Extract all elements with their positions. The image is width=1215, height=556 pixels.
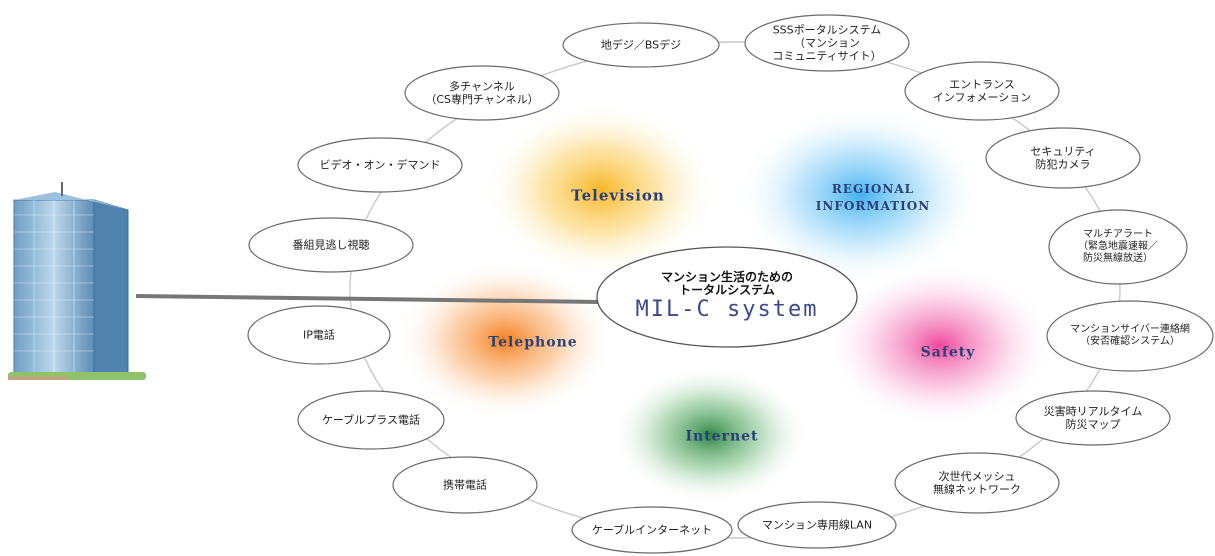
service-label-line: 携帯電話 — [443, 478, 487, 492]
internet-blob — [610, 365, 810, 505]
service-label: 次世代メッシュ無線ネットワーク — [933, 470, 1021, 496]
service-label-line: 防災マップ — [1065, 418, 1121, 431]
service-label: エントランスインフォメーション — [933, 78, 1031, 104]
service-ellipse — [894, 452, 1060, 514]
system-name: MIL-C system — [635, 297, 819, 322]
service-label: 携帯電話 — [443, 479, 487, 492]
service-label-line: 無線ネットワーク — [933, 483, 1021, 496]
service-label-line: SSSポータルシステム — [772, 23, 882, 37]
regional-blob — [735, 105, 985, 285]
service-ellipse — [247, 305, 391, 365]
service-label-line: マンション専用線LAN — [761, 518, 873, 532]
service-label-line: （安否確認システム） — [1080, 336, 1180, 347]
service-label-line: （緊急地震速報／ — [1078, 241, 1158, 252]
service-label-line: マンションサイバー連絡網 — [1070, 324, 1190, 335]
outer-ring — [349, 41, 1121, 539]
service-label-line: インフォメーション — [932, 91, 1032, 104]
service-label-line: 多チャンネル — [449, 80, 515, 93]
service-ellipse — [1048, 209, 1188, 285]
service-ellipse — [1015, 390, 1171, 446]
service-ellipses — [247, 14, 1214, 554]
safety-blob — [825, 263, 1055, 427]
service-label-line: コミュニティサイト） — [772, 49, 882, 63]
sector-label-regional-information: REGIONAL INFORMATION — [816, 181, 930, 215]
service-label-line: 番組見逃し視聴 — [292, 238, 370, 252]
service-label-line: 災害時リアルタイム — [1043, 405, 1143, 418]
service-label-line: セキュリティ — [1030, 145, 1096, 158]
service-ellipse — [571, 506, 733, 554]
center-title-line-2: トータルシステム — [679, 283, 775, 297]
service-label: 災害時リアルタイム防災マップ — [1044, 405, 1143, 431]
service-label: SSSポータルシステム（マンションコミュニティサイト） — [772, 24, 881, 63]
service-ellipse — [297, 137, 463, 193]
service-label-line: ケーブルインターネット — [591, 523, 713, 537]
service-label-line: ビデオ・オン・デマンド — [319, 158, 441, 172]
service-label-line: IP電話 — [303, 328, 335, 342]
sector-label-line: REGIONAL — [831, 182, 915, 196]
center-title-line-1: マンション生活のための — [660, 270, 794, 284]
service-ellipse — [562, 22, 720, 68]
service-label-line: （マンション — [794, 36, 860, 50]
sector-label-telephone: Telephone — [488, 334, 578, 351]
service-label: マンションサイバー連絡網（安否確認システム） — [1070, 324, 1190, 348]
building-illustration — [8, 182, 146, 380]
service-ellipse — [744, 14, 910, 72]
service-label-line: マルチアラート — [1083, 229, 1153, 240]
sector-label-internet: Internet — [685, 428, 759, 445]
service-ellipse — [248, 217, 414, 273]
service-ellipse — [904, 61, 1060, 121]
service-ellipse — [737, 501, 897, 549]
service-label: 番組見逃し視聴 — [293, 239, 370, 252]
service-label-line: 防災無線放送） — [1083, 253, 1153, 264]
service-label: 多チャンネル（CS専門チャンネル） — [425, 80, 538, 106]
service-ellipse — [392, 456, 538, 514]
service-ellipse — [297, 390, 445, 450]
service-label: マルチアラート（緊急地震速報／防災無線放送） — [1078, 229, 1158, 265]
sector-label-line: INFORMATION — [815, 199, 931, 213]
service-label-line: ケーブルプラス電話 — [321, 413, 421, 427]
service-ellipse — [404, 65, 560, 121]
service-ellipse — [985, 127, 1141, 189]
sector-label-television: Television — [571, 186, 665, 205]
service-label: マンション専用線LAN — [762, 519, 872, 532]
sector-label-safety: Safety — [920, 344, 976, 361]
television-blob — [482, 102, 718, 278]
service-label-line: 次世代メッシュ — [938, 470, 1016, 483]
service-label: IP電話 — [303, 329, 335, 342]
service-label-line: 地デジ／BSデジ — [600, 38, 682, 52]
service-label: ケーブルインターネット — [592, 524, 712, 537]
service-label: セキュリティ防犯カメラ — [1030, 145, 1095, 171]
service-label-line: 防犯カメラ — [1035, 158, 1091, 171]
connector-line — [135, 294, 601, 304]
service-ellipse — [1046, 300, 1214, 372]
service-label: ケーブルプラス電話 — [322, 414, 420, 427]
center-ellipse — [596, 246, 858, 348]
service-label-line: （CS専門チャンネル） — [425, 93, 539, 106]
service-label: 地デジ／BSデジ — [601, 39, 681, 52]
service-label-line: エントランス — [949, 78, 1015, 91]
center-label: マンション生活のための トータルシステム MIL-C system — [636, 271, 819, 323]
service-label: ビデオ・オン・デマンド — [320, 159, 441, 172]
